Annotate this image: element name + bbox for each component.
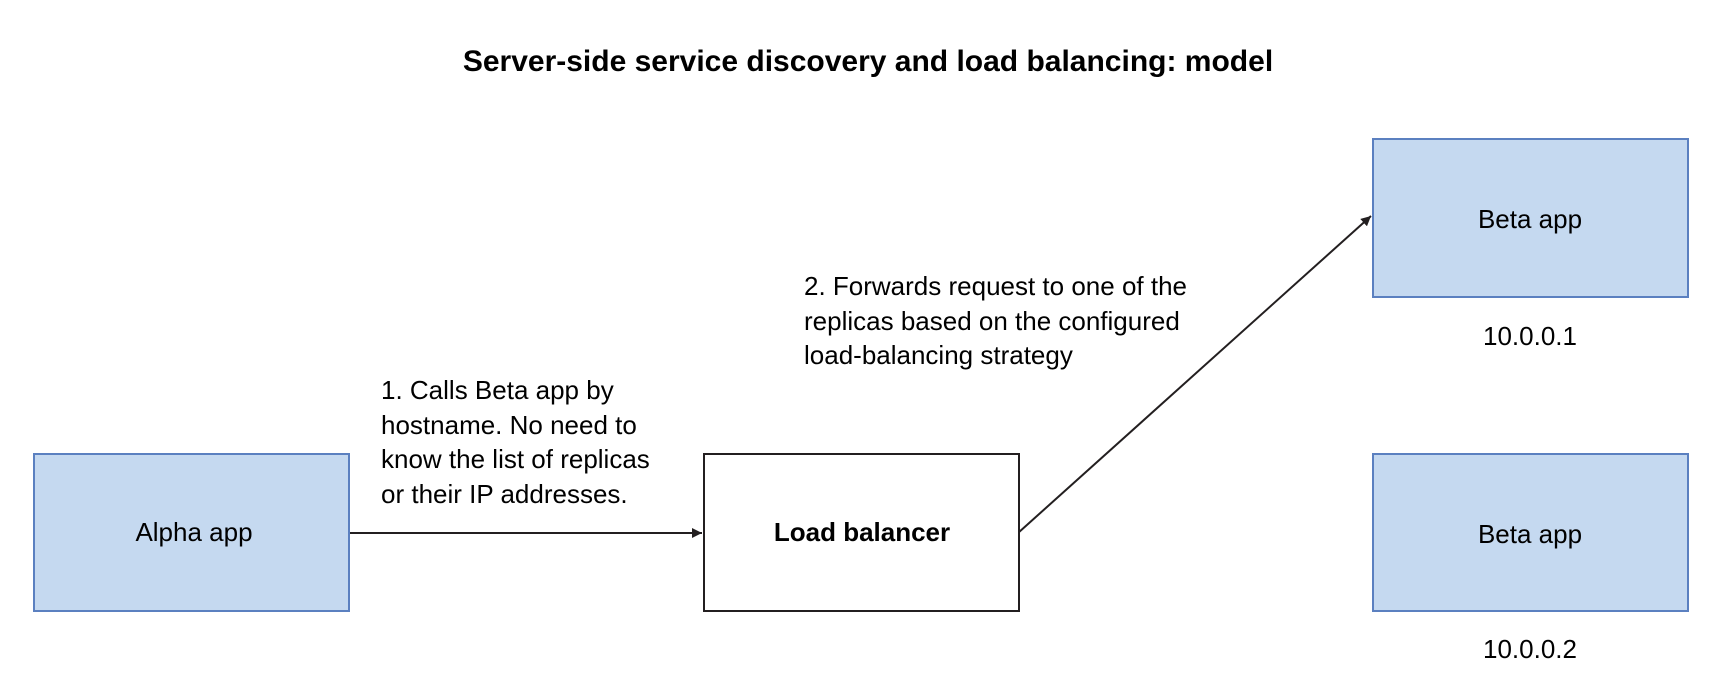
load-balancer-label: Load balancer: [774, 517, 950, 547]
forward-edge-label: 2. Forwards request to one of the replic…: [804, 271, 1187, 370]
forward-arrow: [1017, 215, 1372, 534]
alpha-app-node[interactable]: Alpha app: [33, 453, 350, 612]
load-balancer-box: [703, 453, 1020, 612]
beta-app-1-box: [1372, 138, 1689, 298]
beta-app-2-label: Beta app: [1478, 519, 1582, 549]
call-label-line-1: 1. Calls Beta app by: [381, 375, 614, 405]
forward-label-line-2: replicas based on the configured: [804, 306, 1180, 336]
alpha-app-label: Alpha app: [135, 517, 252, 547]
call-label-line-2: hostname. No need to: [381, 410, 637, 440]
alpha-app-box: [33, 453, 350, 612]
beta-app-2-ip: 10.0.0.2: [1483, 634, 1577, 664]
diagram-title: Server-side service discovery and load b…: [463, 45, 1273, 78]
beta-app-1-node[interactable]: Beta app: [1372, 138, 1689, 298]
forward-label-line-1: 2. Forwards request to one of the: [804, 271, 1187, 301]
call-label-line-3: know the list of replicas: [381, 444, 650, 474]
beta-app-2-node[interactable]: Beta app: [1372, 453, 1689, 612]
beta-app-2-box: [1372, 453, 1689, 612]
load-balancer-node[interactable]: Load balancer: [703, 453, 1020, 612]
call-edge-label: 1. Calls Beta app by hostname. No need t…: [381, 375, 650, 509]
beta-app-1-label: Beta app: [1478, 204, 1582, 234]
forward-label-line-3: load-balancing strategy: [804, 340, 1073, 370]
beta-app-1-ip: 10.0.0.1: [1483, 321, 1577, 351]
call-label-line-4: or their IP addresses.: [381, 479, 628, 509]
